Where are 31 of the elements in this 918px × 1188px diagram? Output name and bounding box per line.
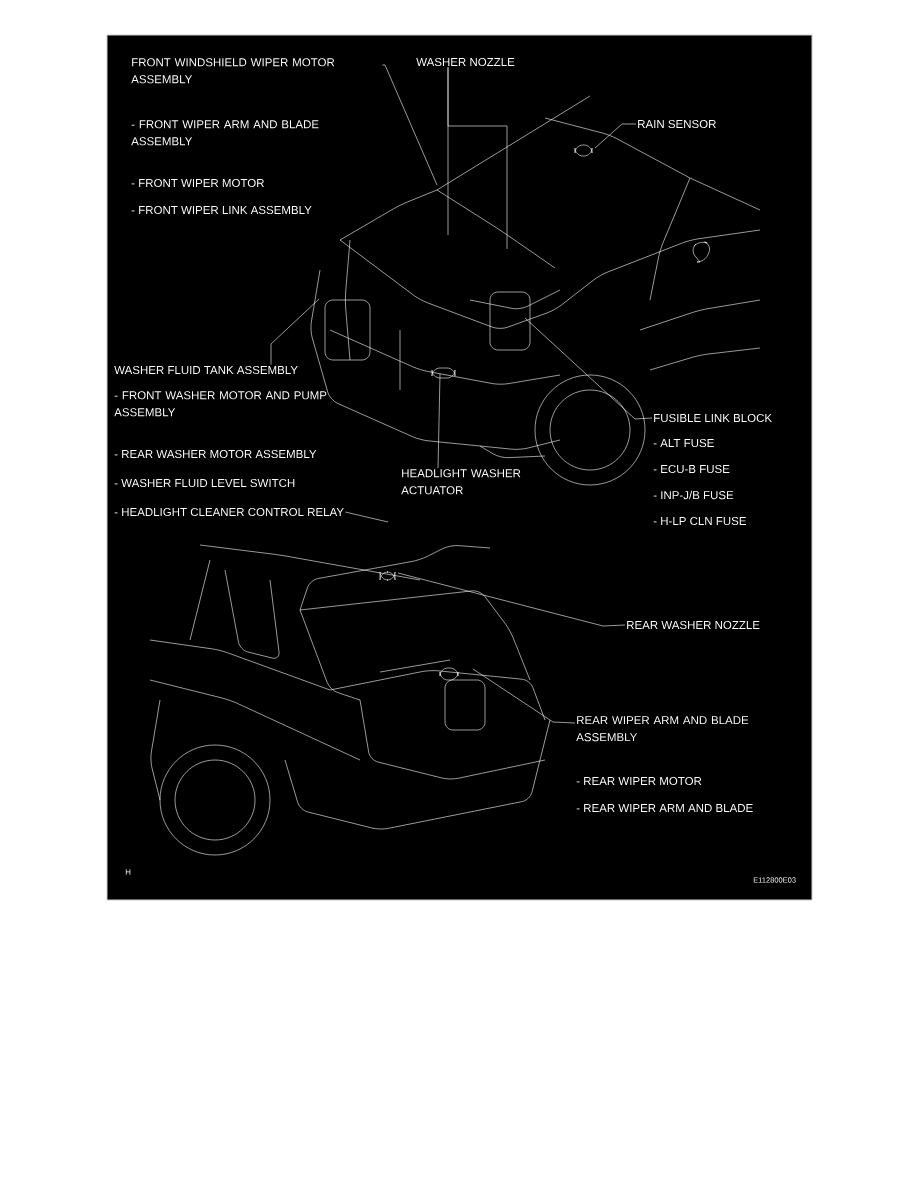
callout-label: WASHER FLUID TANK ASSEMBLY	[114, 365, 298, 375]
part-list-item: - FRONT WIPER ARM AND BLADE ASSEMBLY	[131, 120, 319, 146]
part-list-item: - ECU-B FUSE	[653, 464, 730, 474]
part-list-item: - INP-J/B FUSE	[653, 490, 734, 500]
callout-label: REAR WASHER NOZZLE	[627, 620, 760, 630]
leader-line	[344, 511, 389, 523]
sheet-letter: H	[125, 869, 131, 875]
leader-line	[447, 66, 508, 250]
leader-line	[397, 572, 626, 627]
part-list-item: - REAR WIPER MOTOR	[576, 776, 702, 786]
callout-label: - HEADLIGHT CLEANER CONTROL RELAY	[114, 507, 344, 517]
part-list-item: - H-LP CLN FUSE	[653, 516, 746, 526]
callout-label: HEADLIGHT WASHER ACTUATOR	[401, 469, 521, 495]
callout-label: FUSIBLE LINK BLOCK	[654, 413, 772, 423]
part-list-item: - ALT FUSE	[653, 438, 714, 448]
part-list-item: - FRONT WIPER MOTOR	[131, 178, 264, 188]
part-list-item: - FRONT WIPER LINK ASSEMBLY	[131, 205, 312, 215]
leader-line	[437, 373, 441, 469]
leader-line	[472, 668, 576, 724]
part-list-item: - FRONT WASHER MOTOR AND PUMP ASSEMBLY	[114, 391, 327, 417]
leader-line	[270, 298, 320, 366]
part-list-item: - REAR WASHER MOTOR ASSEMBLY	[114, 449, 317, 459]
leader-line	[524, 317, 653, 420]
callout-label: FRONT WINDSHIELD WIPER MOTOR ASSEMBLY	[131, 58, 335, 84]
callout-label: RAIN SENSOR	[638, 119, 716, 129]
callout-label: REAR WIPER ARM AND BLADE ASSEMBLY	[576, 716, 749, 742]
leader-line	[382, 64, 438, 186]
callout-label: WASHER NOZZLE	[416, 57, 515, 67]
part-list-item: - REAR WIPER ARM AND BLADE	[576, 804, 753, 812]
part-list-item: - WASHER FLUID LEVEL SWITCH	[114, 478, 295, 488]
leader-line	[594, 123, 637, 149]
